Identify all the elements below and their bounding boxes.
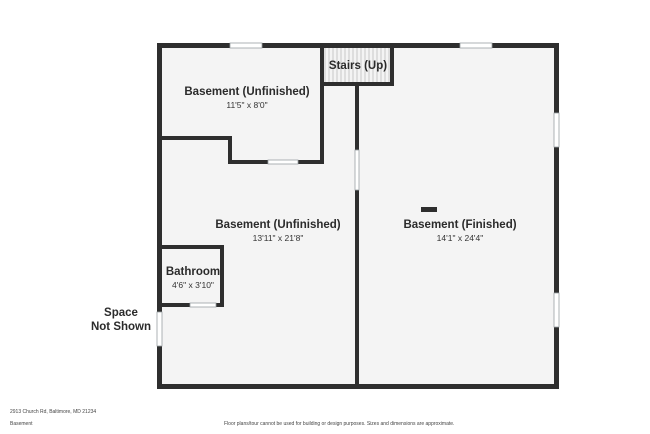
windows [156, 42, 560, 347]
room-bathroom: Bathroom 4'6" x 3'10" [166, 265, 220, 292]
room-name: Stairs (Up) [328, 60, 388, 72]
footer-address: 2913 Church Rd, Baltimore, MD 21234 [10, 409, 97, 415]
room-name: Basement (Unfinished) [215, 219, 341, 231]
room-dimensions: 14'1" x 24'4" [436, 233, 484, 243]
side-note-line-1: Space [104, 307, 138, 319]
room-name: Bathroom [165, 266, 221, 278]
room-basement-finished: Basement (Finished) 14'1" x 24'4" [403, 218, 516, 245]
footer-disclaimer: Floor plans/tour cannot be used for buil… [224, 421, 455, 427]
footer-level: Basement [10, 421, 33, 427]
stairs-treads [324, 48, 390, 84]
fixture-marker [421, 207, 437, 212]
room-dimensions: 4'6" x 3'10" [172, 280, 214, 290]
room-dimensions: 11'5" x 8'0" [226, 100, 268, 110]
side-note-line-2: Not Shown [90, 321, 152, 333]
room-name: Basement (Finished) [403, 219, 517, 231]
exterior-walls [157, 43, 559, 389]
room-stairs: Stairs (Up) [329, 59, 387, 73]
room-basement-top-left: Basement (Unfinished) 11'5" x 8'0" [184, 85, 309, 112]
room-basement-center: Basement (Unfinished) 13'11" x 21'8" [215, 218, 340, 245]
space-not-shown-note: Space Not Shown [91, 306, 151, 334]
room-name: Basement (Unfinished) [184, 86, 310, 98]
room-dimensions: 13'11" x 21'8" [252, 233, 304, 243]
